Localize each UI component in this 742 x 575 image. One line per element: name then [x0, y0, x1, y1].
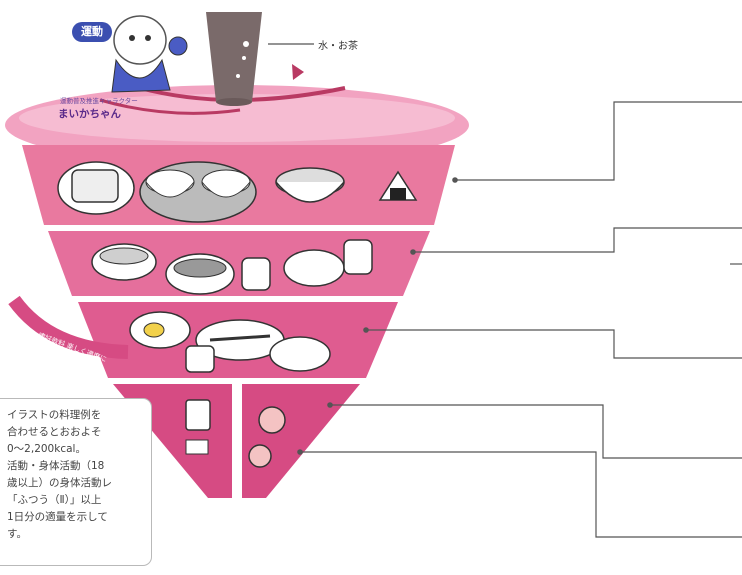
milk-icon — [185, 399, 211, 455]
note-line: 1日分の適量を示して — [7, 511, 108, 523]
exercise-badge: 運動 — [72, 22, 112, 42]
vegetable-dish-icon — [91, 239, 373, 295]
note-line: 0〜2,200kcal。 — [7, 443, 86, 455]
rotation-arrow-lower — [99, 98, 241, 115]
meat-fish-dish-icon — [129, 311, 331, 373]
note-line: 歳以上）の身体活動レ — [7, 477, 112, 489]
side-label-band — [8, 295, 129, 359]
note-line: す。 — [7, 528, 27, 540]
fruit-icon — [248, 406, 286, 468]
water-label: 水・お茶 — [318, 41, 358, 52]
note-line: 「ふつう（Ⅱ）」以上 — [7, 494, 102, 506]
toast-icon — [57, 161, 135, 215]
rice-bowl-icon — [139, 161, 257, 223]
character-caption: 運動普及推進キャラクター — [60, 97, 138, 105]
noodle-bowl-icon — [275, 167, 345, 203]
note-line: 活動・身体活動（18 — [7, 460, 105, 472]
character-name: まいかちゃん — [58, 108, 121, 120]
tier-fruit — [242, 384, 360, 498]
note-line: 合わせるとおおよそ — [7, 426, 102, 438]
note-box: イラストの料理例を 合わせるとおおよそ 0〜2,200kcal。 活動・身体活動… — [0, 398, 152, 566]
water-glass-icon — [206, 12, 262, 106]
note-line: イラストの料理例を — [7, 409, 102, 421]
onigiri-icon — [378, 170, 418, 201]
arrow-head-icon — [292, 64, 304, 80]
leader-lines — [297, 101, 742, 538]
mascot-character — [111, 15, 188, 93]
